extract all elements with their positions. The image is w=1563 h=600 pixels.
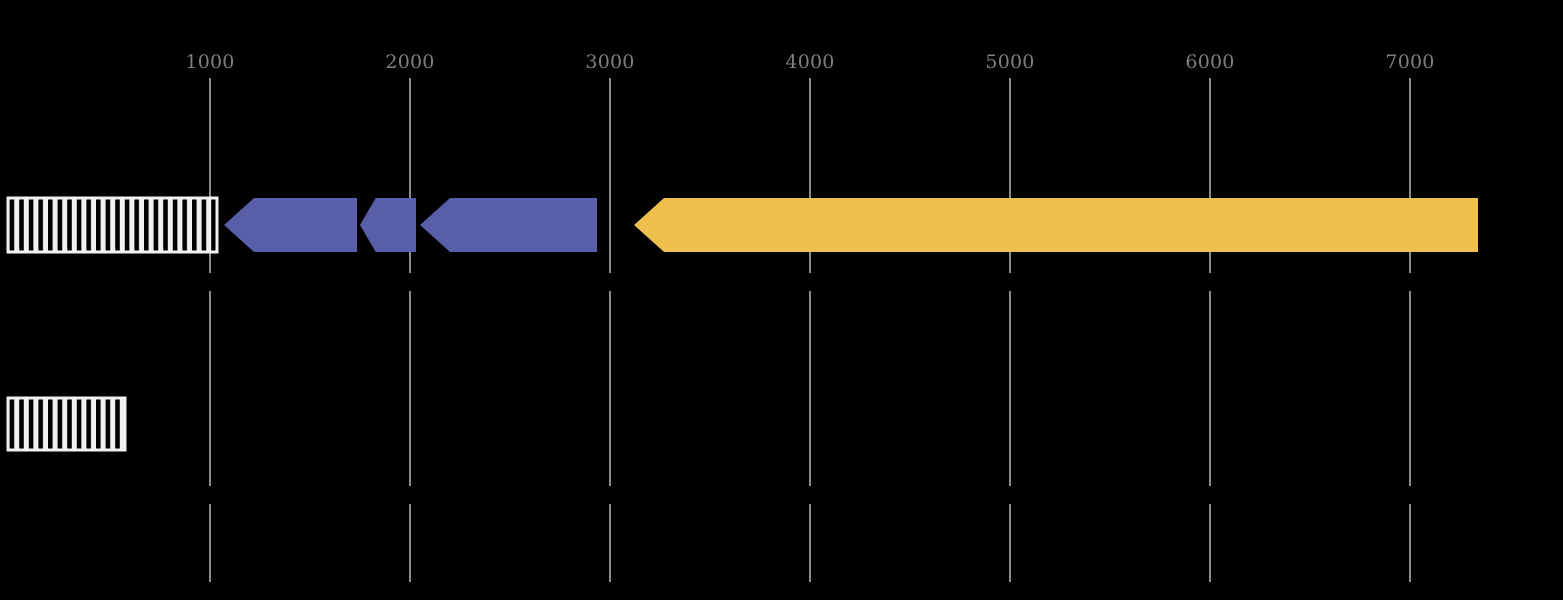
hatched-region-1-shape [6, 196, 219, 254]
gene-1[interactable] [224, 198, 357, 252]
gene-2[interactable] [360, 198, 416, 252]
tick-label-4000: 4000 [785, 51, 835, 73]
hatched-region-2-shape [6, 396, 127, 452]
tick-label-5000: 5000 [985, 51, 1035, 73]
gridlines [209, 78, 1411, 582]
tick-label-7000: 7000 [1385, 51, 1435, 73]
tick-label-1000: 1000 [185, 51, 235, 73]
hatched-region-1[interactable] [6, 196, 219, 254]
tick-label-3000: 3000 [585, 51, 635, 73]
tick-label-2000: 2000 [385, 51, 435, 73]
hatched-region-2[interactable] [6, 396, 127, 452]
feature-shapes [6, 196, 1478, 452]
gene-4[interactable] [634, 198, 1478, 252]
gene-3[interactable] [420, 198, 597, 252]
tick-label-6000: 6000 [1185, 51, 1235, 73]
